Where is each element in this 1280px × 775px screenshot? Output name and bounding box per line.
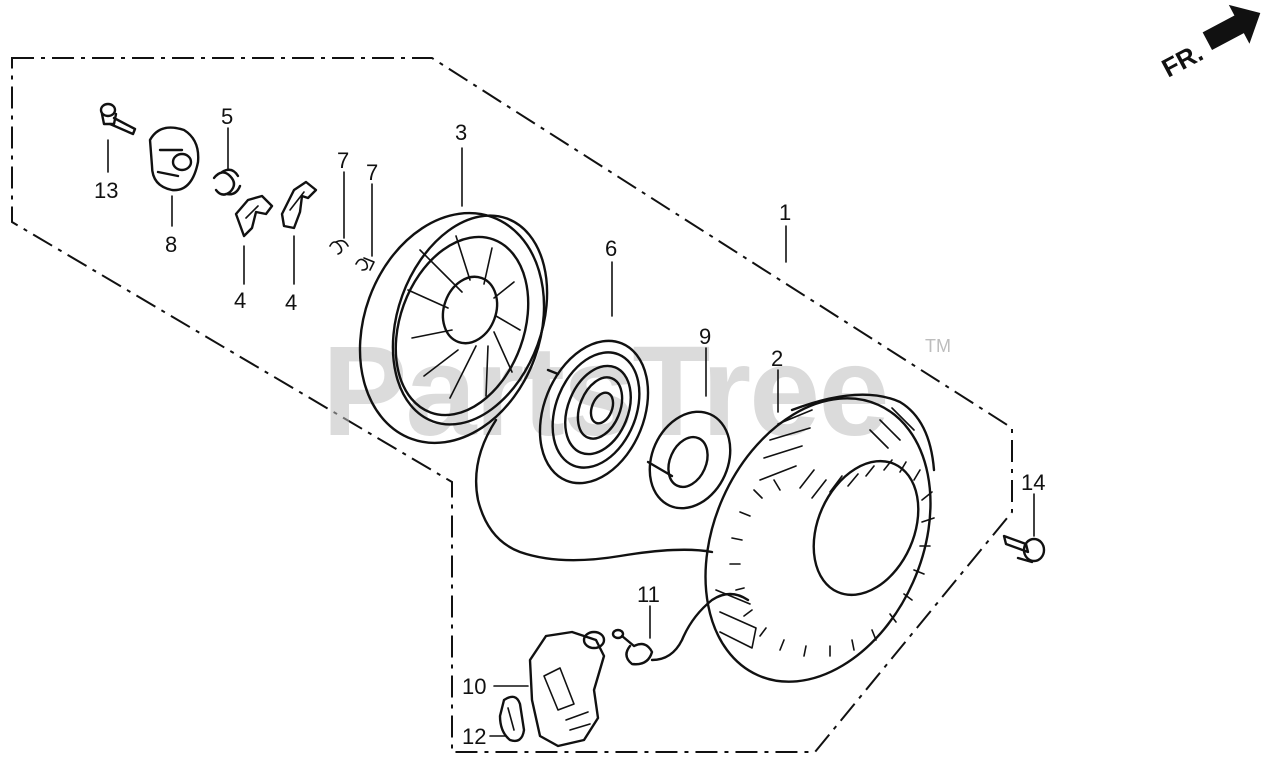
- part-14-bolt: [1002, 534, 1046, 564]
- callout-9: 9: [699, 324, 711, 349]
- callout-5: 5: [221, 104, 233, 129]
- callout-10: 10: [462, 674, 486, 699]
- callout-13: 13: [94, 178, 118, 203]
- callout-12: 12: [462, 724, 486, 749]
- part-9-friction-plate: [646, 410, 732, 510]
- part-5-spring: [212, 168, 242, 196]
- part-4-ratchet-b: [280, 180, 318, 230]
- callout-4a: 4: [234, 288, 246, 313]
- callout-14: 14: [1021, 470, 1045, 495]
- part-12-grip-insert: [498, 695, 526, 743]
- callout-8: 8: [165, 232, 177, 257]
- watermark-tm: TM: [925, 336, 951, 356]
- part-11-cord-knot: [611, 628, 654, 666]
- part-8-ratchet-guide: [148, 126, 200, 192]
- front-direction-indicator: FR.: [1157, 4, 1261, 83]
- front-label: FR.: [1157, 37, 1208, 83]
- part-10-starter-handle: [528, 630, 606, 748]
- part-3-starter-reel: [358, 211, 549, 445]
- callout-6: 6: [605, 236, 617, 261]
- part-7-springs: [329, 239, 375, 271]
- callout-leaders: [107, 127, 1035, 737]
- callout-7b: 7: [366, 160, 378, 185]
- callout-2: 2: [771, 346, 783, 371]
- starter-rope: [474, 418, 714, 562]
- callout-7a: 7: [337, 148, 349, 173]
- starter-rope-handle-end: [650, 592, 750, 662]
- front-arrow-icon: [1202, 4, 1261, 51]
- callout-3: 3: [455, 120, 467, 145]
- part-4-ratchet-a: [234, 194, 274, 238]
- part-2-starter-case: [704, 393, 936, 683]
- callout-4b: 4: [285, 290, 297, 315]
- part-13-bolt: [99, 102, 137, 136]
- part-6-spiral-spring: [538, 339, 650, 485]
- assembly-boundary: [11, 57, 1013, 753]
- callout-labels: 13 8 5 4 4 7 7 3 1 6 9 2 14 11 10 12: [94, 104, 1045, 749]
- callout-11: 11: [637, 582, 660, 607]
- callout-1: 1: [779, 200, 791, 225]
